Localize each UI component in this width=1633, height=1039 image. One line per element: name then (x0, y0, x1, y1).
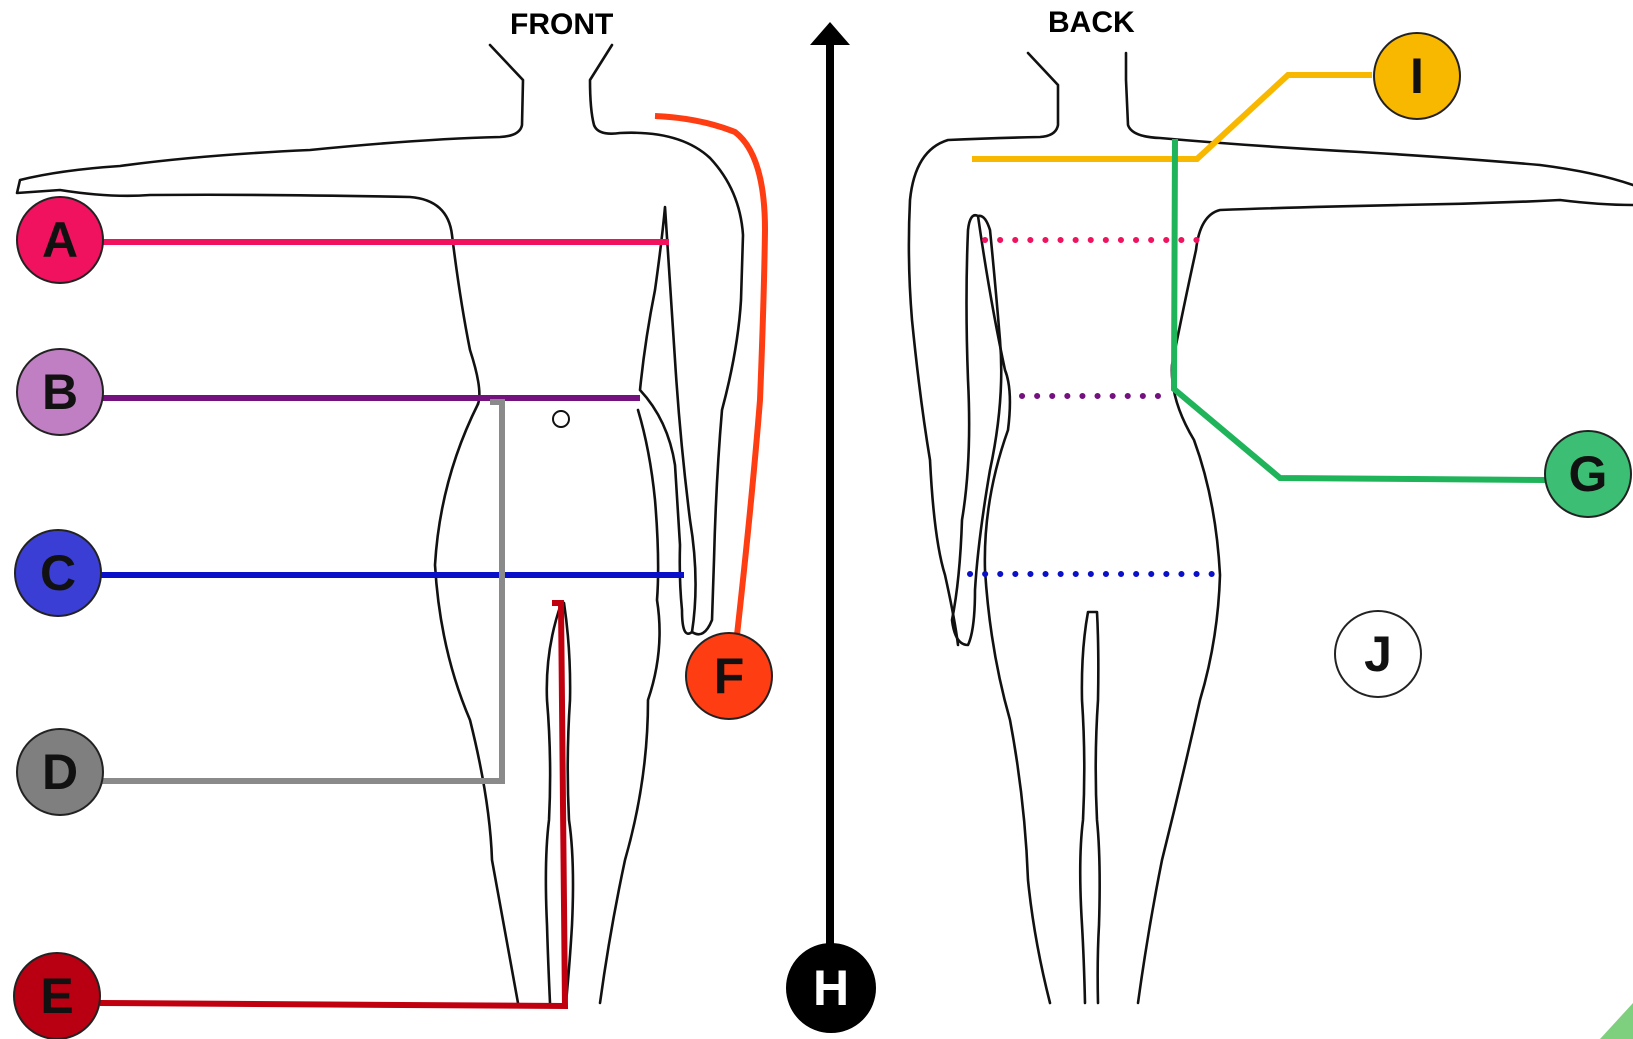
marker-a: A (17, 197, 103, 283)
marker-i-label: I (1410, 48, 1424, 104)
corner-accent (1600, 1003, 1633, 1039)
marker-h: H (787, 944, 875, 1032)
marker-d: D (17, 729, 103, 815)
marker-i: I (1374, 33, 1460, 119)
marker-j: J (1335, 611, 1421, 697)
marker-e-label: E (40, 968, 73, 1024)
front-view-label: FRONT (510, 8, 613, 41)
marker-d-label: D (42, 744, 78, 800)
navel-mark (553, 411, 569, 427)
marker-f: F (686, 633, 772, 719)
marker-b-label: B (42, 364, 78, 420)
marker-g: G (1545, 431, 1631, 517)
marker-c: C (15, 530, 101, 616)
back-length-line (1174, 139, 1548, 480)
marker-f-label: F (714, 648, 745, 704)
marker-j-label: J (1364, 626, 1392, 682)
marker-a-label: A (42, 212, 78, 268)
sleeve-line (655, 116, 765, 635)
marker-c-label: C (40, 545, 76, 601)
inseam-line (100, 603, 565, 1006)
rise-line (100, 402, 502, 781)
back-view-label: BACK (1048, 6, 1135, 39)
front-body-outline (17, 45, 743, 1003)
height-arrow (810, 22, 850, 945)
back-body-outline (909, 53, 1633, 1003)
marker-b: B (17, 349, 103, 435)
marker-e: E (14, 953, 100, 1039)
marker-h-label: H (813, 960, 849, 1016)
height-arrowhead (810, 22, 850, 45)
marker-g-label: G (1569, 446, 1608, 502)
